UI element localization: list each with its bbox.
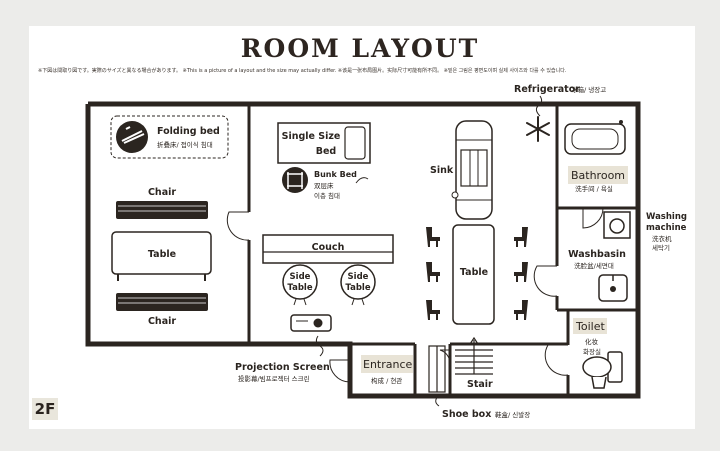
stair-label: Stair [467, 379, 493, 390]
bed-icon-detail [121, 126, 145, 144]
table-label-left: Table [148, 249, 176, 260]
folding-bed-label: Folding bed [157, 126, 220, 137]
toilet-label-bg [573, 318, 607, 334]
single-bed-label-2: Bed [316, 146, 336, 157]
entrance-label: Entrance [363, 358, 413, 371]
washing-sublabel-2: 세탁기 [652, 243, 670, 252]
couch-label: Couch [312, 242, 345, 253]
bunk-bed-icon [282, 167, 308, 193]
page-title: ROOM LAYOUT [240, 34, 480, 63]
left-table [111, 231, 212, 275]
single-bed [277, 122, 371, 164]
sink-basin [460, 149, 488, 187]
toilet-sublabel-2: 화장실 [583, 347, 601, 356]
bathroom-label: Bathroom [571, 169, 625, 182]
refrigerator-label: Refrigerator [514, 84, 580, 95]
washing-label-1: Washing [646, 212, 687, 222]
projector-icon [290, 314, 332, 332]
chair-icon [116, 201, 208, 219]
washing-sublabel-1: 洗衣机 [652, 234, 672, 243]
entrance-sublabel: 构成 / 현관 [371, 376, 402, 385]
chair-label-top: Chair [148, 187, 176, 198]
side-table-label-right: Side [348, 272, 369, 282]
sink-counter [455, 120, 493, 220]
bathroom-label-bg [568, 166, 628, 184]
washing-label-2: machine [646, 223, 687, 233]
shoe-box-sublabel: 鞋盒/ 신발장 [495, 410, 530, 419]
side-table-label-left: Side [290, 272, 311, 282]
single-bed-label-1: Single Size [282, 131, 341, 142]
snowflake-icon [526, 116, 550, 142]
projection-label: Projection Screen [235, 362, 330, 373]
chair-icon [426, 227, 528, 320]
dining-table-label: Table [460, 267, 488, 278]
side-table-right [340, 264, 376, 300]
folding-bed-sublabel: 折叠床/ 접이식 침대 [157, 140, 213, 149]
folding-bed-area [110, 115, 229, 159]
refrigerator-sublabel: 冰箱/ 냉장고 [571, 85, 606, 94]
floor-badge: 2F [32, 398, 58, 420]
toilet-label: Toilet [575, 320, 605, 333]
couch [262, 234, 394, 264]
side-table-label-right-2: Table [345, 283, 370, 293]
chair-label-bottom: Chair [148, 316, 176, 327]
pillow [344, 126, 366, 160]
washing-machine-icon [603, 211, 631, 239]
disclaimer-text: ※下図は間取り図です。実際のサイズと異なる場合があります。 ※This is a… [38, 68, 567, 74]
bunk-bed-sublabel-2: 이층 침대 [314, 191, 340, 200]
toilet-icon [582, 351, 623, 389]
bunk-bed-sublabel-1: 双层床 [314, 181, 334, 190]
dining-table [452, 224, 495, 325]
bunk-bed-label: Bunk Bed [314, 170, 357, 179]
side-table-left [282, 264, 318, 300]
projection-sublabel: 投影幕/빔프로젝터 스크린 [238, 374, 310, 383]
interior-walls [247, 106, 636, 394]
outer-walls [85, 101, 641, 399]
chair-icon [116, 293, 208, 311]
bathroom-sublabel: 洗手间 / 욕실 [575, 184, 613, 193]
entrance-label-bg [361, 355, 413, 373]
sink-label: Sink [430, 165, 454, 176]
washbasin-sublabel: 洗脸盆/세면대 [574, 261, 614, 270]
door-icon [226, 207, 604, 383]
shoe-box-label: Shoe box [442, 409, 491, 420]
washbasin-label: Washbasin [568, 249, 626, 260]
toilet-sublabel-1: 化妆 [585, 337, 599, 346]
stair [455, 336, 493, 375]
bathtub-icon [564, 123, 626, 155]
side-table-label-left-2: Table [287, 283, 312, 293]
shoe-box [428, 345, 446, 393]
